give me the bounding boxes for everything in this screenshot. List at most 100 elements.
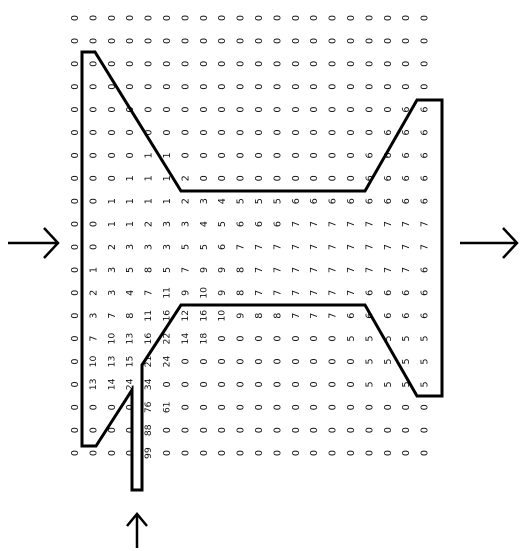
grid-value: 0 [272, 450, 283, 456]
grid-value: 12 [180, 310, 191, 322]
grid-value: 0 [291, 84, 302, 90]
right-arrow-icon [8, 227, 60, 259]
grid-value: 0 [401, 427, 412, 433]
grid-value: 7 [328, 267, 339, 273]
grid-value: 7 [383, 267, 394, 273]
grid-value: 0 [383, 427, 394, 433]
grid-value: 0 [254, 358, 265, 364]
grid-value: 6 [217, 244, 228, 250]
boundary-line [80, 50, 444, 492]
grid-value: 3 [199, 198, 210, 204]
grid-value: 0 [272, 152, 283, 158]
grid-values: 0 0 0 0 0 0 0 0 0 0 0 0 0 0 0 0 0 0 0 0 0 0 0 0 0 0 0 0 0 0 0 0 0 0 0 0 0 0 0 0… [70, 15, 431, 459]
grid-value: 0 [88, 38, 99, 44]
grid-value: 0 [162, 15, 173, 21]
grid-value: 11 [143, 310, 154, 322]
grid-value: 0 [236, 336, 247, 342]
grid-value: 0 [217, 61, 228, 67]
grid-value: 0 [291, 152, 302, 158]
grid-value: 6 [383, 175, 394, 181]
grid-value: 6 [420, 129, 431, 135]
grid-value: 6 [272, 221, 283, 227]
grid-value: 0 [88, 450, 99, 456]
grid-value: 0 [346, 381, 357, 387]
grid-value: 0 [272, 38, 283, 44]
grid-value: 0 [70, 84, 81, 90]
grid-value: 0 [272, 336, 283, 342]
grid-value: 7 [309, 244, 320, 250]
grid-value: 5 [364, 336, 375, 342]
grid-value: 7 [291, 221, 302, 227]
grid-value: 0 [254, 152, 265, 158]
grid-value: 0 [88, 107, 99, 113]
grid-value: 0 [217, 107, 228, 113]
grid-value: 0 [254, 61, 265, 67]
grid-value: 0 [272, 61, 283, 67]
grid-value: 7 [272, 267, 283, 273]
grid-value: 0 [236, 61, 247, 67]
grid-value: 0 [364, 61, 375, 67]
grid-value: 0 [272, 427, 283, 433]
grid-value: 3 [180, 221, 191, 227]
grid-value: 0 [328, 84, 339, 90]
grid-value: 5 [125, 267, 136, 273]
grid-value: 0 [364, 84, 375, 90]
grid-value: 0 [383, 15, 394, 21]
grid-value: 10 [217, 310, 228, 322]
grid-value: 7 [291, 290, 302, 296]
grid-value: 7 [383, 221, 394, 227]
grid-value: 0 [291, 336, 302, 342]
grid-value: 0 [383, 450, 394, 456]
grid-value: 9 [217, 267, 228, 273]
grid-value: 0 [401, 15, 412, 21]
grid-value: 0 [291, 61, 302, 67]
grid-value: 0 [162, 129, 173, 135]
grid-value: 0 [254, 129, 265, 135]
grid-value: 7 [401, 267, 412, 273]
grid-value: 7 [328, 290, 339, 296]
grid-value: 0 [70, 313, 81, 319]
grid-value: 0 [162, 84, 173, 90]
grid-value: 6 [383, 152, 394, 158]
grid-value: 0 [254, 84, 265, 90]
grid-value: 0 [217, 336, 228, 342]
grid-value: 0 [217, 38, 228, 44]
grid-value: 0 [180, 38, 191, 44]
grid-value: 7 [346, 290, 357, 296]
grid-value: 6 [401, 198, 412, 204]
grid-value: 0 [107, 38, 118, 44]
grid-value: 0 [70, 427, 81, 433]
grid-value: 7 [236, 244, 247, 250]
grid-value: 0 [401, 61, 412, 67]
grid-value: 0 [70, 175, 81, 181]
grid-value: 7 [254, 290, 265, 296]
grid-value: 5 [364, 381, 375, 387]
grid-value: 0 [107, 15, 118, 21]
grid-value: 3 [107, 267, 118, 273]
grid-value: 8 [236, 267, 247, 273]
grid-value: 0 [346, 427, 357, 433]
grid-value: 5 [199, 244, 210, 250]
grid-value: 0 [144, 107, 155, 113]
grid-value: 0 [199, 152, 210, 158]
grid-value: 18 [198, 333, 209, 345]
grid-value: 76 [143, 401, 154, 413]
grid-value: 0 [383, 107, 394, 113]
grid-value: 13 [88, 378, 99, 390]
grid-value: 5 [383, 358, 394, 364]
grid-value: 0 [420, 38, 431, 44]
grid-value: 0 [162, 427, 173, 433]
grid-value: 4 [217, 198, 228, 204]
grid-value: 14 [106, 378, 117, 390]
grid-value: 0 [199, 38, 210, 44]
grid-value: 0 [70, 244, 81, 250]
grid-value: 1 [144, 152, 155, 158]
grid-value: 0 [217, 381, 228, 387]
grid-value: 0 [328, 404, 339, 410]
grid-value: 5 [420, 381, 431, 387]
grid-value: 7 [420, 221, 431, 227]
grid-value: 0 [107, 152, 118, 158]
grid-value: 0 [70, 267, 81, 273]
grid-value: 7 [144, 290, 155, 296]
grid-value: 0 [236, 381, 247, 387]
